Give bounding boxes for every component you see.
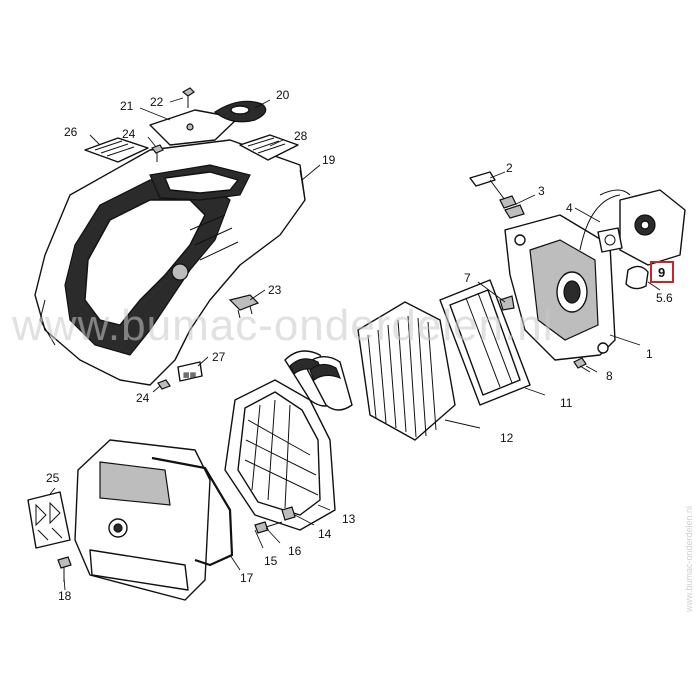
- label-8: 8: [606, 369, 613, 383]
- watermark-text: www.bumac-onderdelen.nl: [11, 301, 554, 350]
- label-19: 19: [322, 153, 336, 167]
- label-23: 23: [268, 283, 282, 297]
- seal-ring-part: [151, 456, 234, 567]
- label-22: 22: [150, 95, 164, 109]
- filter-element-part: [357, 301, 456, 441]
- filter-cover-part: [74, 439, 211, 601]
- highlight-box-9: [650, 261, 674, 283]
- svg-text:▦▦: ▦▦: [183, 372, 196, 379]
- label-26: 26: [64, 125, 78, 139]
- label-14: 14: [318, 527, 332, 541]
- label-24b: 24: [136, 391, 150, 405]
- label-4: 4: [566, 201, 573, 215]
- label-2: 2: [506, 161, 513, 175]
- label-24a: 24: [122, 127, 136, 141]
- label-11: 11: [560, 396, 573, 410]
- label-15: 15: [264, 554, 278, 568]
- carb-flange-part: [504, 214, 616, 361]
- small-parts-left: ▦▦: [157, 294, 260, 390]
- label-27: 27: [212, 350, 226, 364]
- shroud-part: [34, 139, 306, 386]
- label-5-6: 5.6: [656, 291, 673, 305]
- small-parts-right: [469, 171, 591, 373]
- gasket-frame-part: [439, 279, 531, 406]
- label-7: 7: [464, 271, 471, 285]
- label-25: 25: [46, 471, 60, 485]
- label-18: 18: [58, 589, 72, 603]
- label-12: 12: [500, 431, 514, 445]
- label-28: 28: [294, 129, 308, 143]
- side-watermark-text: www.bumac-onderdelen.nl: [684, 506, 694, 613]
- top-parts: [84, 87, 299, 163]
- warning-label-part: [27, 491, 71, 549]
- carburetor-part: [579, 189, 686, 290]
- label-3: 3: [538, 184, 545, 198]
- label-1: 1: [646, 347, 653, 361]
- part-labels: 20 21 22 26 24 28 19 23 27 24 2 3 4 9 5.…: [46, 88, 674, 603]
- label-17: 17: [240, 571, 254, 585]
- label-21: 21: [120, 99, 134, 113]
- label-13: 13: [342, 512, 356, 526]
- filter-base-part: [224, 350, 353, 531]
- label-16: 16: [288, 544, 302, 558]
- label-9: 9: [658, 265, 665, 280]
- label-20: 20: [276, 88, 290, 102]
- leader-lines: [49, 97, 661, 591]
